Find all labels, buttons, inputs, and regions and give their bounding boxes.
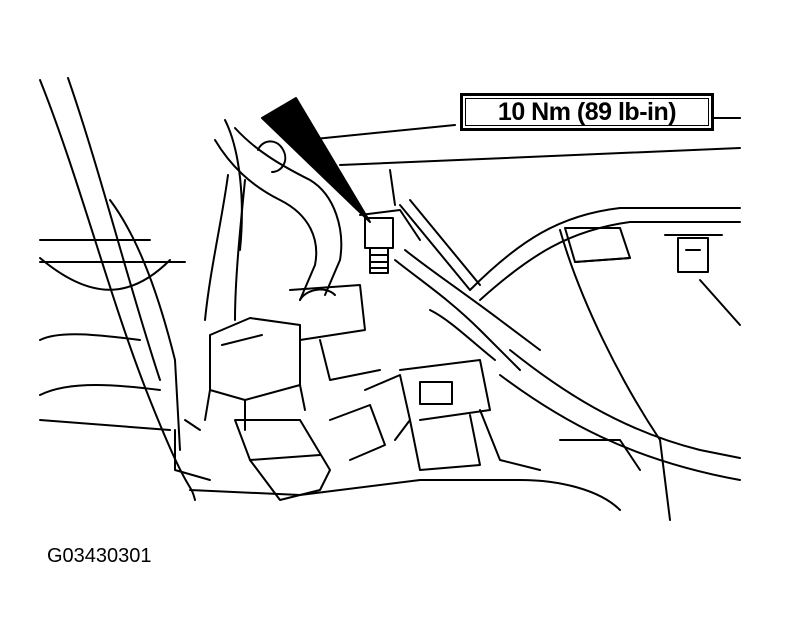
left-panel-lines	[39, 77, 243, 501]
bracket-tube	[394, 199, 541, 371]
lower-panel-lines	[189, 439, 641, 511]
pointer-arrow	[261, 97, 371, 223]
figure-id-label: G03430301	[47, 545, 152, 567]
right-connector	[564, 227, 723, 273]
torque-spec-callout: 10 Nm (89 lb-in)	[460, 93, 714, 131]
wiring-harness	[204, 127, 343, 321]
upper-panel-lines	[304, 117, 741, 206]
bolt-icon	[359, 209, 421, 274]
torque-spec-label: 10 Nm (89 lb-in)	[497, 97, 677, 126]
right-panel-lines	[469, 207, 741, 521]
relay-module-cluster	[174, 284, 541, 501]
